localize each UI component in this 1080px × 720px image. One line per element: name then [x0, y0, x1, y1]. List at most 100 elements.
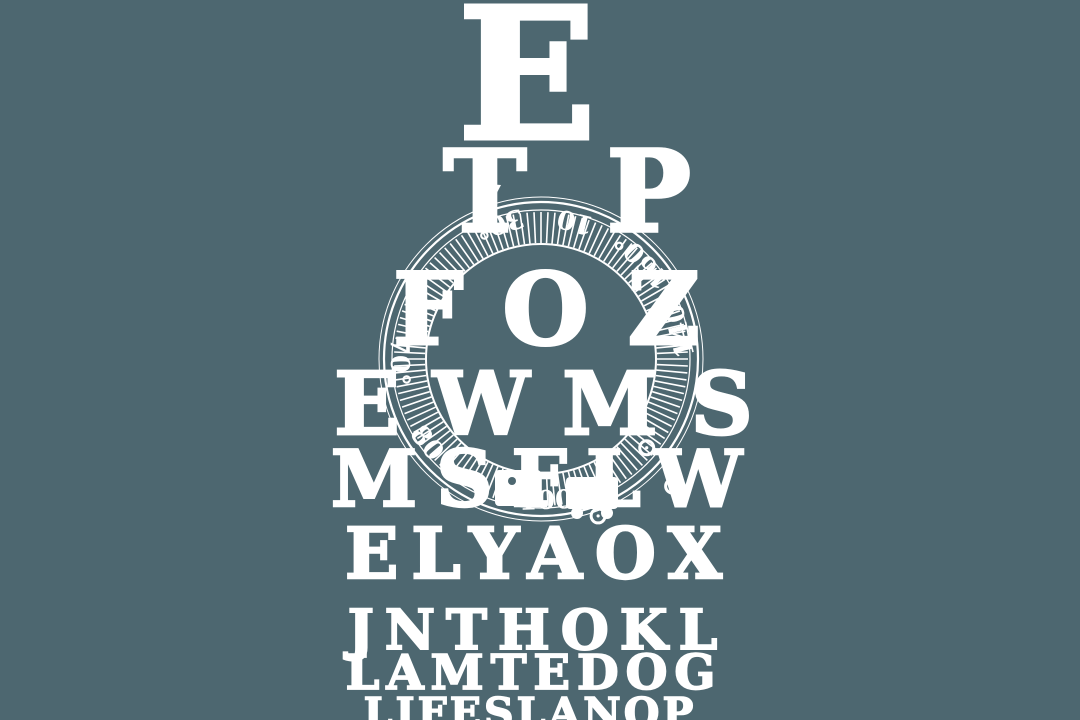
dial-tick: [394, 351, 426, 355]
dial-tick: [438, 252, 462, 276]
eye-chart-row-8: LAMTEDOG: [345, 645, 723, 701]
dial-tick: [650, 310, 681, 322]
cursor-triangle-icon: [473, 183, 501, 206]
dial-tick: [655, 374, 687, 381]
dial-tick: [638, 278, 666, 297]
dial-tick: [598, 231, 616, 259]
dial-tick: [631, 267, 658, 288]
dial-tick: [533, 212, 537, 244]
dial-tick: [397, 385, 429, 395]
dial-tick: [578, 219, 590, 250]
dial-tick: [567, 215, 577, 247]
eye-chart-row-9: LIFESLANOP: [363, 689, 697, 720]
dial-tick: [492, 219, 504, 250]
dial-tick: [404, 401, 434, 415]
dial-tick: [646, 297, 676, 312]
dial-tick: [413, 284, 441, 302]
dial-tick: [656, 351, 688, 355]
dial-tick: [401, 310, 432, 322]
dial-tick: [654, 380, 686, 388]
dial-tick: [646, 406, 676, 421]
dial-tick: [472, 227, 489, 257]
dial-tick: [648, 401, 678, 415]
eye-chart-row-4: EWMS: [333, 354, 786, 455]
dial-tick: [545, 474, 549, 506]
dial-tick: [551, 212, 556, 244]
dial-circle: [382, 200, 700, 518]
dial-tick: [406, 406, 436, 421]
dial-tick: [429, 262, 454, 284]
dial-tick: [409, 411, 439, 428]
dial-circle: [391, 209, 691, 509]
dial-tick: [416, 278, 444, 297]
dial-tick: [498, 217, 510, 248]
eye-chart-row-2: TP: [441, 127, 771, 258]
dial-tick: [406, 297, 436, 312]
dial-tick: [607, 238, 627, 265]
dial-tick: [612, 242, 633, 269]
dial-tick: [460, 234, 479, 262]
dial-tick: [603, 456, 622, 484]
dial-tick: [641, 284, 669, 302]
dial-tick: [641, 416, 669, 434]
dial-clamp-right: [566, 477, 618, 519]
dial-screw-icon: [596, 514, 600, 518]
dial-tick: [620, 252, 644, 276]
dial-tick: [394, 369, 426, 374]
dial-tick: [519, 213, 526, 245]
dial-tick: [556, 473, 563, 505]
eye-chart-row-5: MSFLW: [330, 434, 762, 525]
dial-tick: [416, 421, 444, 440]
dial-tick: [616, 247, 638, 272]
dial-tick: [593, 227, 610, 257]
dial-tick: [588, 224, 603, 254]
dial-screw-icon: [664, 477, 682, 495]
dial-tick: [616, 446, 638, 471]
dial-tick: [603, 234, 622, 262]
dial-tick: [395, 337, 427, 344]
dial-tick: [526, 212, 531, 244]
dial-tick: [505, 215, 515, 247]
dial-tick: [424, 267, 451, 288]
dial-tick: [620, 442, 644, 466]
dial-circle: [378, 196, 704, 522]
dial-tick: [394, 344, 426, 349]
dial-tick: [438, 442, 462, 466]
dial-tick: [396, 380, 428, 388]
dial-tick: [652, 390, 683, 402]
dial-tick: [444, 247, 466, 272]
dial-tick: [624, 438, 648, 462]
dial-tick: [479, 224, 494, 254]
dial-tick: [628, 262, 653, 284]
dial-screw-icon: [671, 484, 675, 488]
dial-degree-label: 70°: [384, 337, 415, 387]
dial-tick: [420, 425, 447, 445]
dial-tick: [583, 222, 597, 252]
dial-tick: [466, 459, 484, 487]
eye-chart-row-6: ELYAOX: [344, 512, 735, 595]
dial-tick: [396, 330, 428, 338]
eye-chart-row-3: FOZ: [392, 252, 739, 368]
dial-tick: [434, 256, 458, 280]
dial-tick: [466, 231, 484, 259]
dial-tick: [638, 421, 666, 440]
dial-tick: [485, 222, 499, 252]
dial-tick: [643, 411, 673, 428]
dial-tick: [656, 363, 688, 367]
dial-tick: [404, 303, 434, 317]
dial-tick: [654, 330, 686, 338]
dial-tick: [653, 323, 685, 333]
dial-tick: [655, 337, 687, 344]
dial-tick: [395, 374, 427, 381]
dial-tick: [455, 453, 475, 480]
dial-tick: [652, 316, 683, 328]
dial-tick: [401, 396, 432, 408]
dial-tick: [635, 273, 662, 293]
dial-screw-icon: [638, 439, 656, 457]
dial-tick: [472, 461, 489, 491]
dial-tick: [648, 303, 678, 317]
dial-tick: [653, 385, 685, 395]
dial-tick: [455, 238, 475, 265]
arrow-left-icon: [701, 390, 719, 402]
